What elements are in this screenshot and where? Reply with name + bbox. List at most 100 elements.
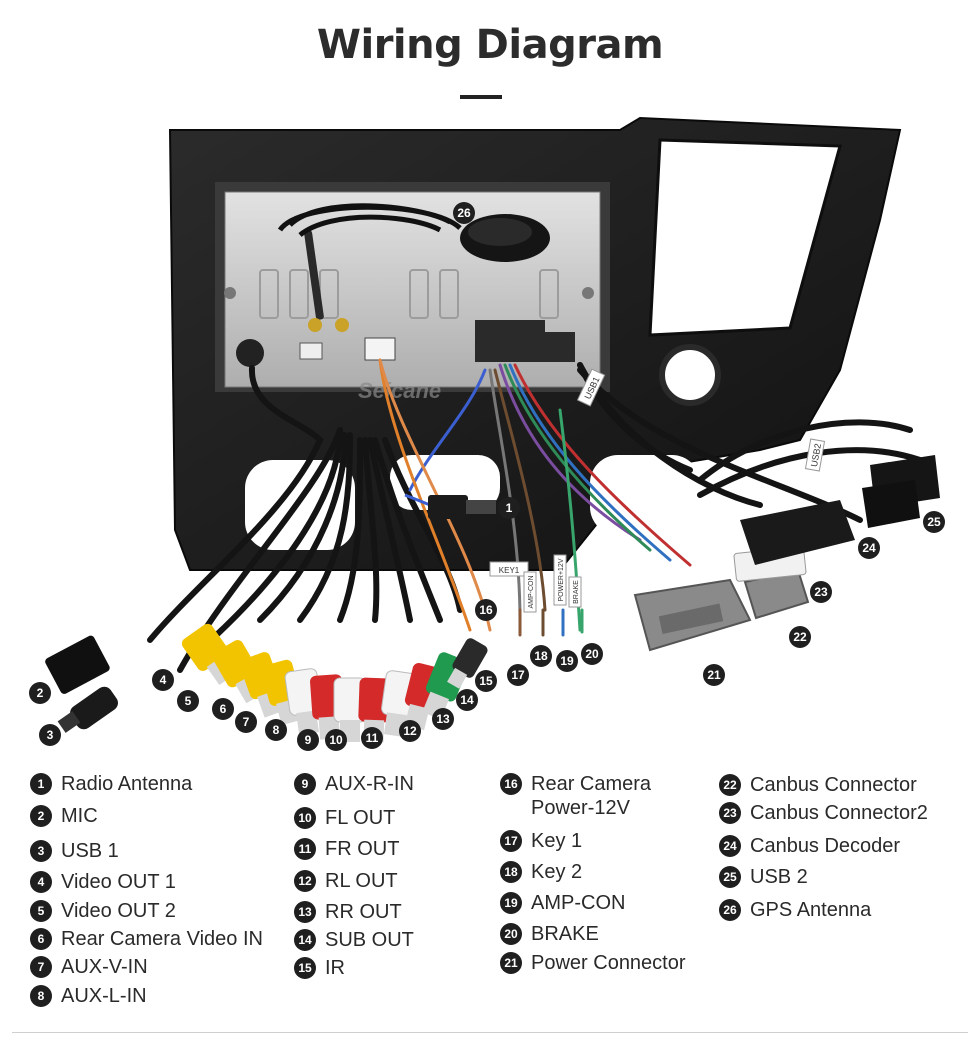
svg-text:10: 10 — [329, 733, 343, 747]
svg-text:9: 9 — [305, 733, 312, 747]
callout-8: 8 — [265, 719, 287, 741]
callout-16: 16 — [475, 599, 497, 621]
usb2-tag: USB2 — [809, 443, 823, 468]
svg-text:16: 16 — [479, 603, 493, 617]
wiring-diagram: Seicane USB1 — [0, 110, 980, 760]
title-underline — [460, 95, 502, 99]
svg-text:5: 5 — [185, 694, 192, 708]
callout-18: 18 — [530, 645, 552, 667]
callout-15: 15 — [475, 670, 497, 692]
svg-text:23: 23 — [814, 585, 828, 599]
gps-antenna — [277, 203, 550, 262]
svg-text:13: 13 — [436, 712, 450, 726]
callout-6: 6 — [212, 698, 234, 720]
power12v-tag: POWER+12V — [558, 558, 565, 601]
svg-text:18: 18 — [534, 649, 548, 663]
svg-text:12: 12 — [403, 724, 417, 738]
svg-text:3: 3 — [47, 728, 54, 742]
brake-tag: BRAKE — [573, 580, 580, 604]
svg-text:24: 24 — [862, 541, 876, 555]
power-connector — [633, 578, 752, 652]
callout-2: 2 — [29, 682, 51, 704]
key1-tag: KEY1 — [499, 566, 520, 575]
canbus-decoder — [740, 500, 855, 565]
amp-con-tag: AMP-CON — [528, 575, 535, 608]
page-title: Wiring Diagram — [316, 22, 664, 68]
usb2-plug — [862, 455, 940, 528]
svg-text:14: 14 — [460, 693, 474, 707]
callout-7: 7 — [235, 711, 257, 733]
head-unit-chassis — [215, 182, 610, 392]
callout-5: 5 — [177, 690, 199, 712]
rca-plugs — [181, 623, 488, 743]
svg-text:17: 17 — [511, 668, 525, 682]
wiring-illustration: Seicane USB1 — [29, 116, 945, 751]
svg-text:15: 15 — [479, 674, 493, 688]
svg-text:6: 6 — [220, 702, 227, 716]
callout-23: 23 — [810, 581, 832, 603]
callout-17: 17 — [507, 664, 529, 686]
callout-25: 25 — [923, 511, 945, 533]
callout-12: 12 — [399, 720, 421, 742]
mic-plug — [57, 686, 118, 733]
svg-text:21: 21 — [707, 668, 721, 682]
svg-text:2: 2 — [37, 686, 44, 700]
loose-wire-ends — [518, 608, 584, 637]
svg-text:11: 11 — [366, 731, 379, 745]
harness-wires — [378, 358, 692, 632]
callout-4: 4 — [152, 669, 174, 691]
callout-badges: 1 2 3 4 5 6 7 8 9 10 11 12 13 14 15 16 1… — [29, 202, 945, 751]
svg-text:4: 4 — [160, 673, 167, 687]
callout-9: 9 — [297, 729, 319, 751]
svg-text:20: 20 — [585, 647, 599, 661]
bottom-divider — [12, 1032, 968, 1033]
svg-text:25: 25 — [927, 515, 941, 529]
callout-21: 21 — [703, 664, 725, 686]
callout-13: 13 — [432, 708, 454, 730]
callout-3: 3 — [39, 724, 61, 746]
svg-text:8: 8 — [273, 723, 280, 737]
radio-antenna-plug — [404, 493, 496, 519]
callout-19: 19 — [556, 650, 578, 672]
callout-26: 26 — [453, 202, 475, 224]
callout-11: 11 — [361, 727, 383, 749]
callout-24: 24 — [858, 537, 880, 559]
usb1-plug — [45, 635, 110, 694]
svg-text:7: 7 — [243, 715, 250, 729]
svg-text:1: 1 — [506, 501, 513, 515]
callout-1: 1 — [498, 497, 520, 519]
callout-22: 22 — [789, 626, 811, 648]
callout-20: 20 — [581, 643, 603, 665]
svg-text:19: 19 — [560, 654, 574, 668]
svg-text:22: 22 — [793, 630, 807, 644]
svg-text:26: 26 — [457, 206, 471, 220]
callout-10: 10 — [325, 729, 347, 751]
callout-14: 14 — [456, 689, 478, 711]
